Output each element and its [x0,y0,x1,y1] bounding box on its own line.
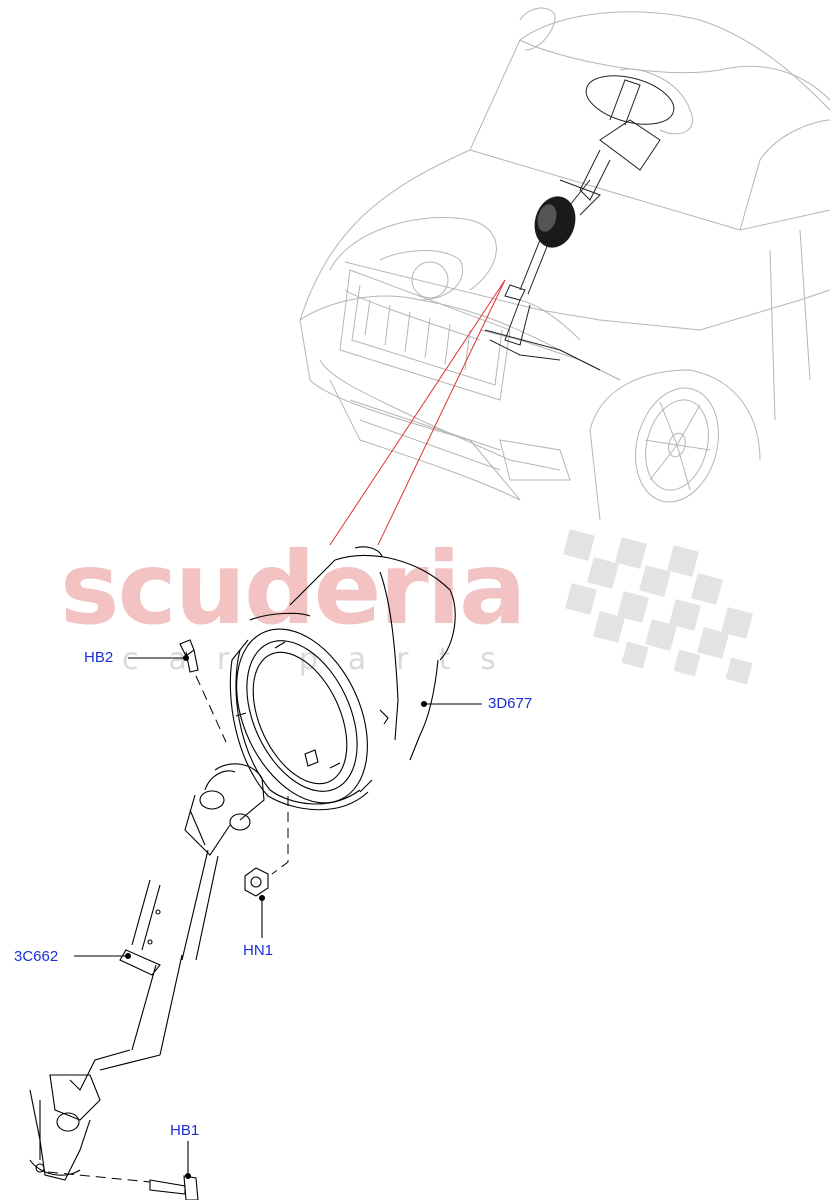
bolt-hb1-drawing [149,1175,199,1200]
bolt-hb2-drawing [179,639,199,673]
zoom-pointer-lines [329,279,506,546]
callout-leader-lines [74,654,482,1180]
callout-3d677[interactable]: 3D677 [488,695,533,712]
intermediate-shaft-detail [29,763,265,1181]
nut-hn1-drawing [244,867,269,897]
callout-hn1[interactable]: HN1 [243,942,274,959]
steering-column-in-vehicle [484,75,675,371]
column-insulator-detail [229,546,456,811]
vehicle-outline [299,7,831,521]
callout-hb1[interactable]: HB1 [170,1122,200,1139]
callout-3c662[interactable]: 3C662 [14,948,59,965]
assembly-dashed-lines [47,675,289,1183]
checkered-flag-watermark [563,529,753,685]
insulator-in-vehicle [534,196,576,248]
callout-hb2[interactable]: HB2 [84,649,114,666]
